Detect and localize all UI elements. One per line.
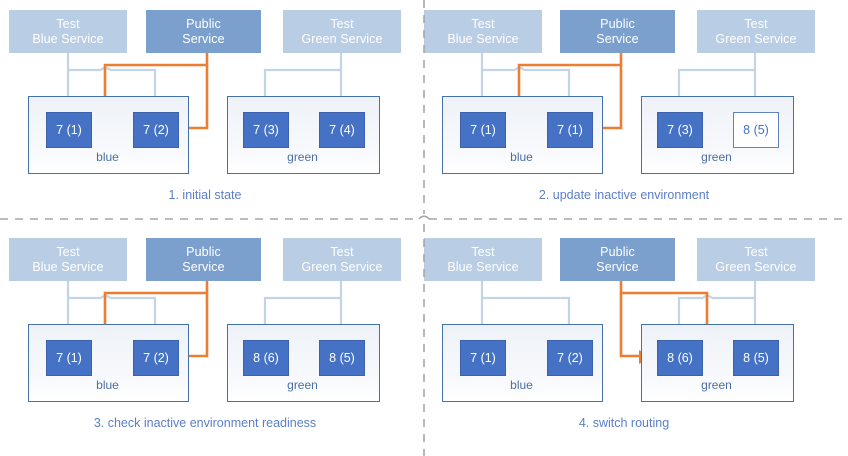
service-test-blue-line1: Test — [471, 16, 495, 31]
service-test-blue-line2: Blue Service — [447, 259, 519, 274]
environment-green-label: green — [287, 150, 318, 164]
service-test-green-line1: Test — [744, 16, 768, 31]
instance-box[interactable]: 8 (6) — [243, 340, 289, 376]
environment-green-label: green — [701, 150, 732, 164]
service-public-line2: Service — [596, 259, 639, 274]
instance-box[interactable]: 7 (3) — [243, 112, 289, 148]
service-test-blue-line2: Blue Service — [32, 259, 104, 274]
environment-blue-label: blue — [510, 378, 533, 392]
instance-box[interactable]: 7 (1) — [46, 340, 92, 376]
instance-box[interactable]: 7 (2) — [133, 112, 179, 148]
environment-green-label: green — [701, 378, 732, 392]
service-public-line1: Public — [186, 16, 221, 31]
service-test-green-line1: Test — [330, 244, 354, 259]
instance-box[interactable]: 7 (1) — [46, 112, 92, 148]
instance-box-pending[interactable]: 8 (5) — [733, 112, 779, 148]
service-test-blue-line2: Blue Service — [32, 31, 104, 46]
service-public-line2: Service — [182, 259, 225, 274]
panel-1-caption: 1. initial state — [168, 188, 242, 202]
service-test-green-line2: Green Service — [301, 259, 383, 274]
instance-box[interactable]: 8 (6) — [657, 340, 703, 376]
environment-green-label: green — [287, 378, 318, 392]
service-public-line2: Service — [182, 31, 225, 46]
instance-box[interactable]: 7 (1) — [547, 112, 593, 148]
service-test-blue-line2: Blue Service — [447, 31, 519, 46]
service-test-green-line2: Green Service — [715, 31, 797, 46]
instance-box[interactable]: 8 (5) — [319, 340, 365, 376]
instance-box[interactable]: 7 (1) — [460, 112, 506, 148]
service-test-green-line1: Test — [330, 16, 354, 31]
service-test-green-line2: Green Service — [301, 31, 383, 46]
service-public-line2: Service — [596, 31, 639, 46]
service-test-blue-line1: Test — [56, 16, 80, 31]
panel-3-caption: 3. check inactive environment readiness — [93, 416, 317, 430]
panel-4-caption: 4. switch routing — [578, 416, 670, 430]
service-test-green-line2: Green Service — [715, 259, 797, 274]
instance-box[interactable]: 7 (4) — [319, 112, 365, 148]
service-public-line1: Public — [186, 244, 221, 259]
instance-box[interactable]: 7 (3) — [657, 112, 703, 148]
instance-box[interactable]: 7 (2) — [133, 340, 179, 376]
service-test-green-line1: Test — [744, 244, 768, 259]
instance-box[interactable]: 8 (5) — [733, 340, 779, 376]
service-test-blue-line1: Test — [56, 244, 80, 259]
service-public-line1: Public — [600, 244, 635, 259]
environment-blue-label: blue — [510, 150, 533, 164]
panel-2-caption: 2. update inactive environment — [538, 188, 710, 202]
environment-blue-label: blue — [96, 150, 119, 164]
service-public-line1: Public — [600, 16, 635, 31]
instance-box[interactable]: 7 (1) — [460, 340, 506, 376]
environment-blue-label: blue — [96, 378, 119, 392]
instance-box[interactable]: 7 (2) — [547, 340, 593, 376]
service-test-blue-line1: Test — [471, 244, 495, 259]
